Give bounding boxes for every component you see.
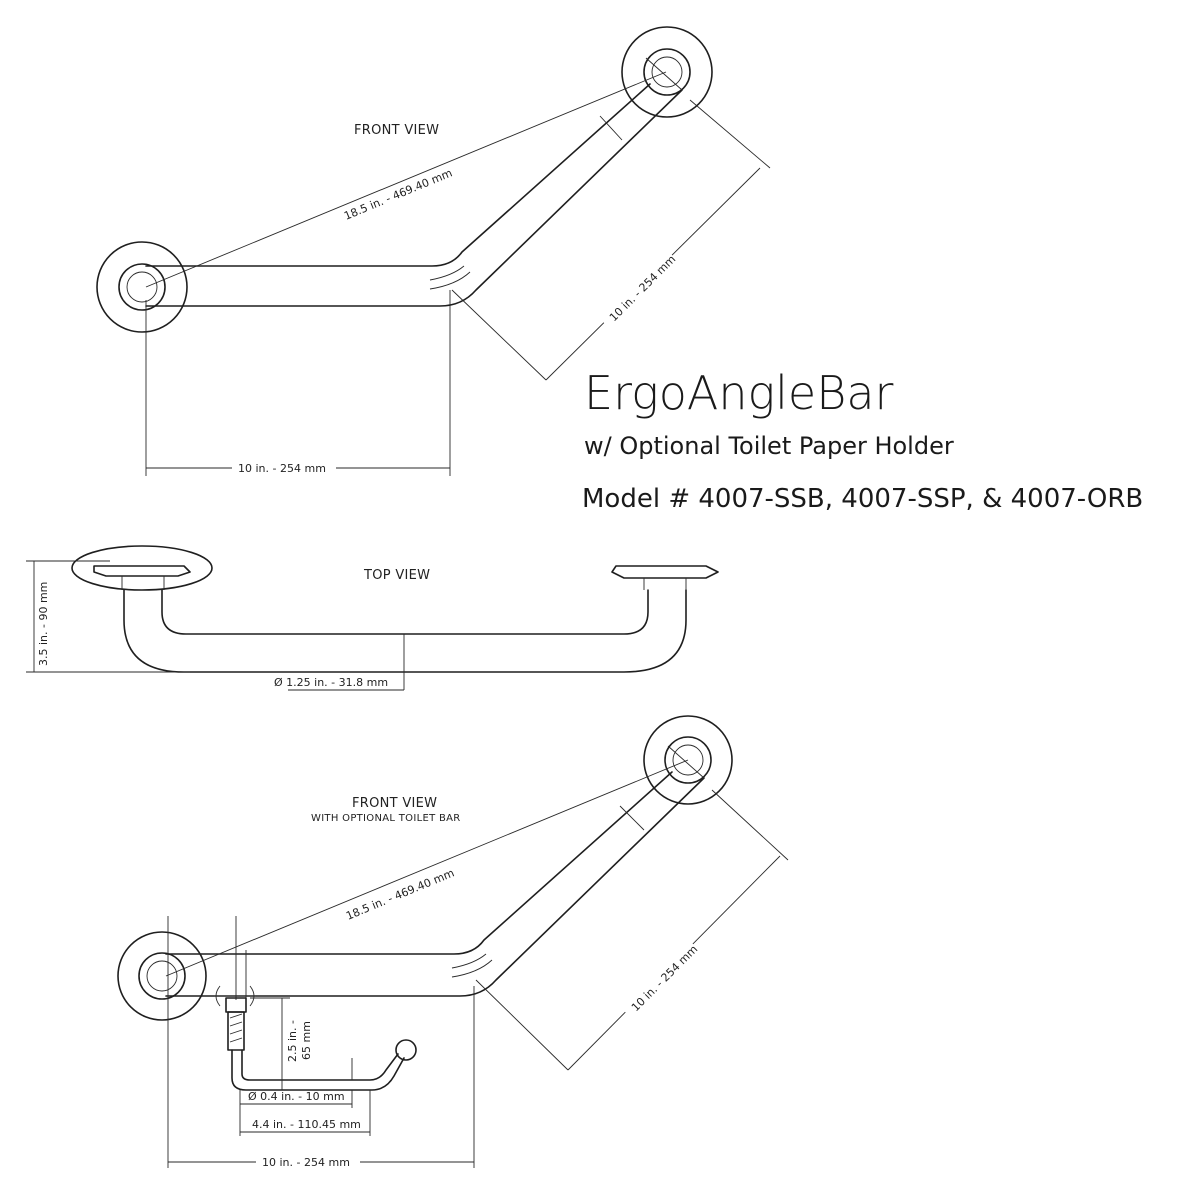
holder-rod	[231, 1049, 405, 1091]
toilet-horizontal-label: 10 in. - 254 mm	[262, 1156, 350, 1169]
toilet-rod-length-label: 4.4 in. - 110.45 mm	[252, 1118, 361, 1131]
toilet-drop-label-1: 2.5 in. -	[286, 1020, 299, 1062]
left-flange-inner	[118, 263, 166, 311]
holder-mount-nut	[225, 997, 247, 1013]
toilet-view-sublabel: WITH OPTIONAL TOILET BAR	[311, 813, 461, 824]
toilet-diagonal-label: 18.5 in. - 469.40 mm	[344, 866, 456, 922]
right-flange-hole	[651, 56, 683, 88]
top-depth-label: 3.5 in. - 90 mm	[37, 582, 50, 666]
top-bar-inner	[161, 589, 649, 635]
toilet-right-flange-inner	[664, 736, 712, 784]
left-flange-outer	[96, 241, 188, 333]
product-model: Model # 4007-SSB, 4007-SSP, & 4007-ORB	[582, 484, 1144, 514]
toilet-left-flange-inner	[138, 952, 186, 1000]
product-name: ErgoAngleBar	[584, 366, 894, 420]
holder-end-cap	[395, 1039, 417, 1061]
top-bar-outer	[123, 589, 687, 673]
toilet-left-flange-outer	[117, 931, 207, 1021]
top-left-mount	[93, 565, 191, 577]
toilet-view-label: FRONT VIEW	[352, 796, 437, 811]
front-view-label: FRONT VIEW	[354, 123, 439, 138]
top-left-flange-ellipse	[71, 545, 213, 591]
top-view-label: TOP VIEW	[363, 568, 430, 583]
front-angled-label: 10 in. - 254 mm	[607, 253, 678, 324]
top-diameter-label: Ø 1.25 in. - 31.8 mm	[274, 676, 388, 689]
front-diagonal-label: 18.5 in. - 469.40 mm	[342, 166, 454, 222]
front-view-toilet: FRONT VIEW WITH OPTIONAL TOILET BAR 18.5…	[117, 715, 789, 1170]
right-flange-inner	[643, 48, 691, 96]
right-flange-outer	[621, 26, 713, 118]
toilet-rod-diameter-label: Ø 0.4 in. - 10 mm	[248, 1090, 345, 1103]
toilet-drop-label-2: 65 mm	[300, 1021, 313, 1060]
top-view: TOP VIEW 3.5 in. - 90 mm Ø 1.25 in. - 31…	[26, 545, 719, 691]
bar-upper-edge	[145, 83, 651, 267]
product-subtitle: w/ Optional Toilet Paper Holder	[584, 432, 954, 460]
holder-threaded-post	[227, 1011, 245, 1051]
toilet-right-flange-outer	[643, 715, 733, 805]
diagonal-dimension-line	[145, 71, 667, 288]
toilet-angled-label: 10 in. - 254 mm	[629, 943, 700, 1014]
bar-lower-edge	[145, 89, 683, 307]
left-flange-hole	[126, 271, 158, 303]
front-horizontal-label: 10 in. - 254 mm	[238, 462, 326, 475]
top-right-mount	[611, 565, 719, 579]
